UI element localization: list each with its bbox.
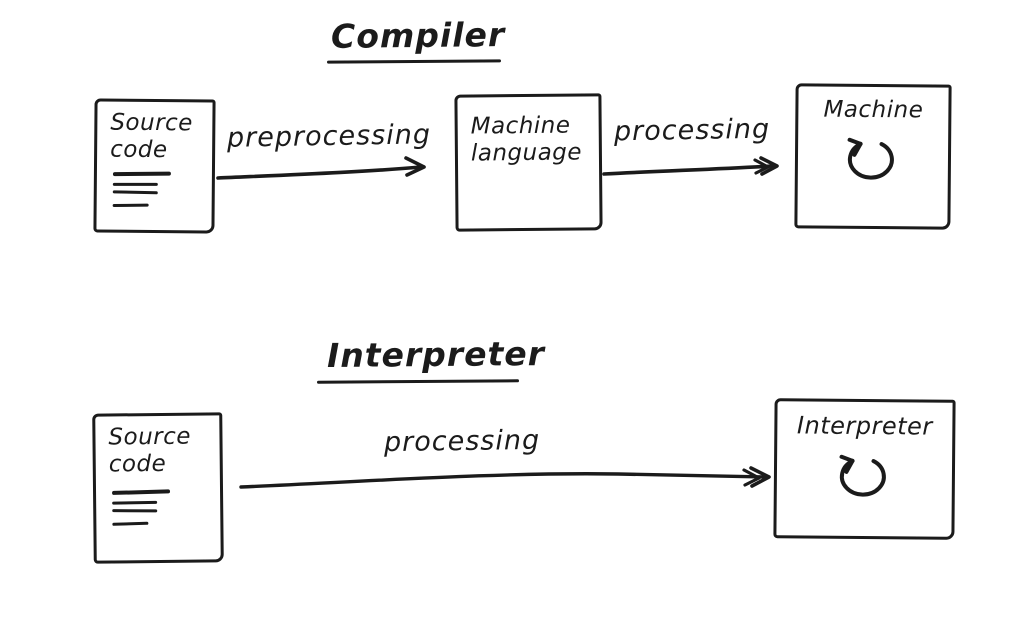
- processing-arrow-label: processing: [613, 113, 771, 148]
- interpreter-title-underline: [316, 379, 520, 384]
- compiler-section-title: Compiler: [330, 15, 506, 56]
- interpreter-source-code-box: Source code: [92, 412, 224, 564]
- interpreter-section-title: Interpreter: [326, 334, 546, 375]
- interpreter-box: Interpreter: [773, 398, 956, 540]
- machine-box-label: Machine: [823, 96, 924, 124]
- interpreter-box-label: Interpreter: [796, 411, 933, 441]
- machine-box: Machine: [794, 83, 952, 230]
- machine-language-box: Machine language: [454, 93, 603, 232]
- loop-arrow-icon: [847, 137, 894, 180]
- loop-arrow-icon: [839, 454, 886, 497]
- source-code-label-line2: code: [110, 136, 168, 164]
- source-code-label-line2: code: [108, 451, 167, 478]
- document-text-lines-icon: [111, 489, 171, 526]
- arrow-right-icon: [239, 466, 771, 489]
- compiler-title-underline: [326, 59, 502, 64]
- arrow-right-icon: [216, 156, 426, 180]
- compiler-source-code-box: Source code: [93, 98, 216, 234]
- preprocessing-arrow-label: preprocessing: [226, 119, 432, 154]
- source-code-label-line1: Source: [110, 109, 194, 137]
- source-code-label-line1: Source: [108, 423, 192, 451]
- document-text-lines-icon: [112, 171, 171, 208]
- machine-language-label-line1: Machine: [470, 112, 571, 140]
- machine-language-label-line2: language: [470, 139, 583, 167]
- arrow-right-icon: [602, 156, 779, 176]
